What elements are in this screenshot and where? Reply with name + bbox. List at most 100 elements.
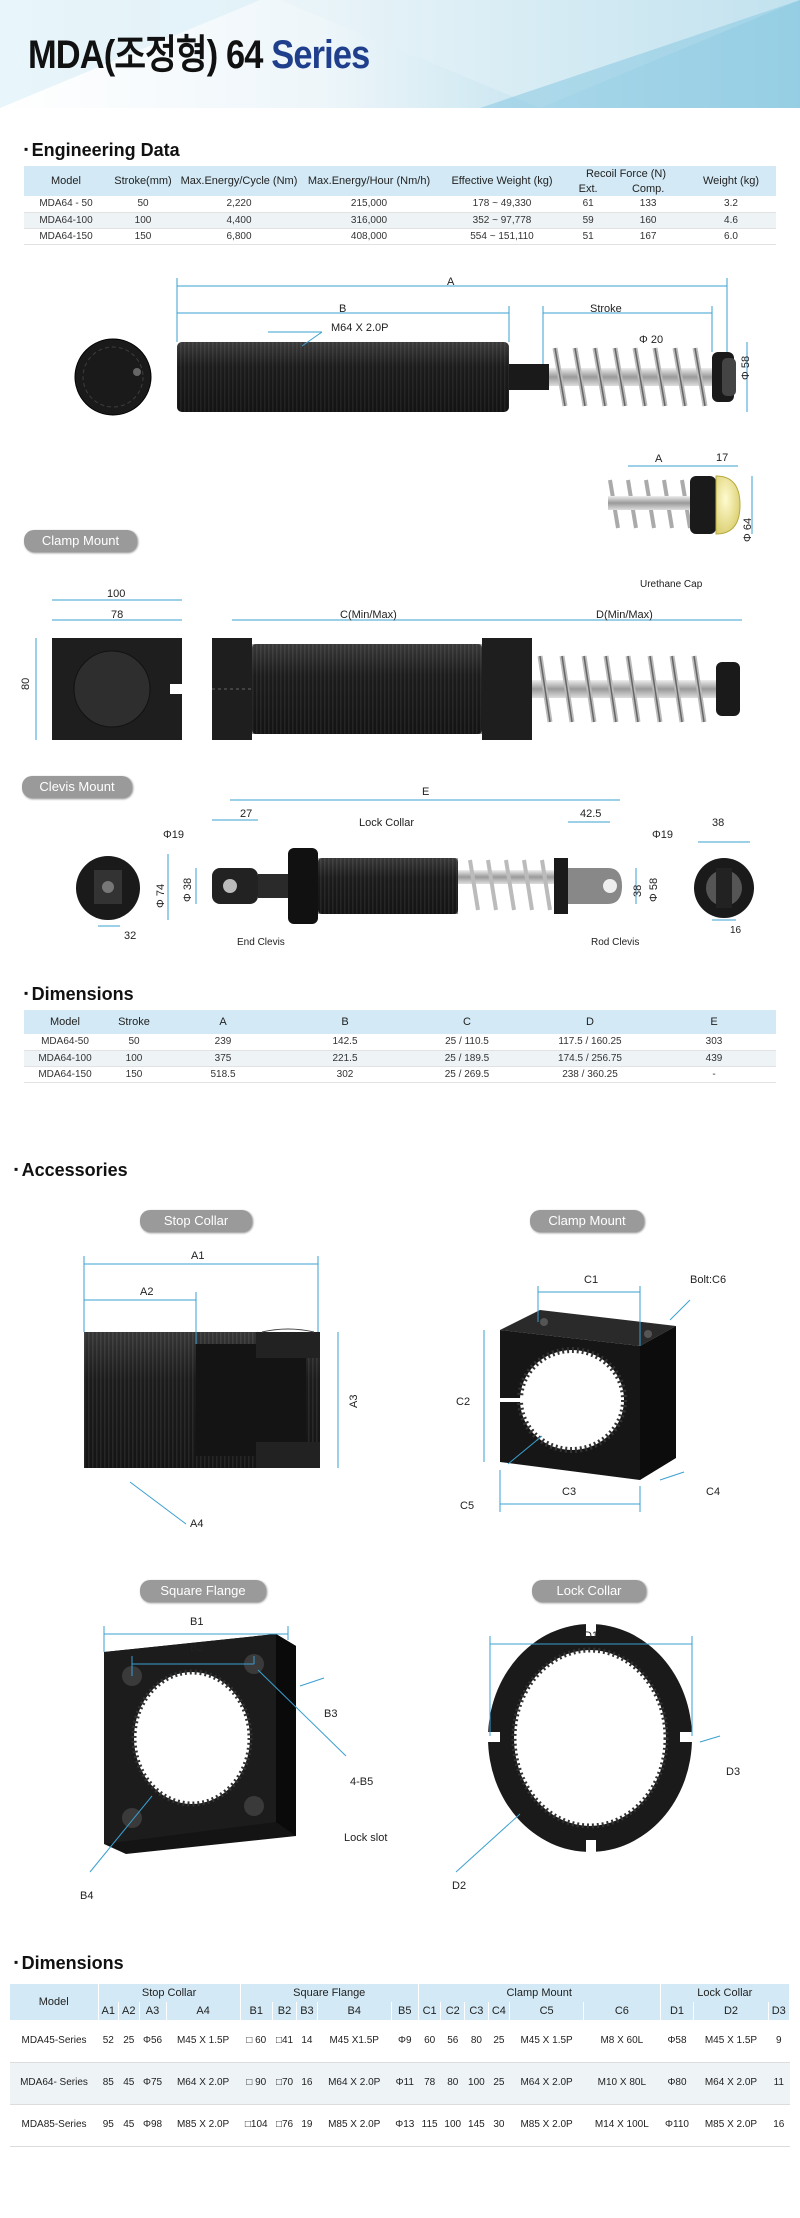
- cell: 100: [106, 1050, 162, 1067]
- sf-b1-label: B1: [190, 1616, 204, 1628]
- cm-c4-label: C4: [706, 1486, 721, 1498]
- engineering-data-title: Engineering Data: [24, 140, 180, 161]
- phi58-label: Φ 58: [740, 355, 752, 380]
- col-b4: B4: [317, 2002, 392, 2020]
- accessories-title: Accessories: [14, 1160, 128, 1181]
- cm-c3-label: C3: [562, 1486, 577, 1498]
- col-d: D: [528, 1010, 652, 1034]
- cell: 2,220: [178, 196, 300, 213]
- col-a: A: [162, 1010, 284, 1034]
- sf-b3-label: B3: [324, 1708, 338, 1720]
- cell: MDA64-100: [24, 212, 108, 229]
- cell: M64 X 2.0P: [166, 2062, 241, 2105]
- cell: 95: [98, 2104, 119, 2147]
- cm-78-label: 78: [111, 609, 124, 621]
- cm-d-label: D(Min/Max): [596, 609, 653, 621]
- cell: 100: [464, 2062, 489, 2105]
- sc-a4-label: A4: [190, 1518, 204, 1530]
- dim-stroke-label: Stroke: [590, 303, 622, 315]
- sf-lock-slot-label: Lock slot: [344, 1832, 388, 1844]
- clamp-mount-badge: Clamp Mount: [24, 530, 137, 552]
- cell: □41: [272, 2020, 297, 2063]
- cell: Φ13: [391, 2104, 419, 2147]
- cell: MDA64-100: [24, 1050, 106, 1067]
- col-b1: B1: [240, 2002, 273, 2020]
- dim-a-label: A: [447, 276, 455, 288]
- col-recoil-force: Recoil Force (N): [566, 166, 686, 181]
- cell: 56: [440, 2020, 465, 2063]
- cell: 3.2: [686, 196, 776, 213]
- cell: Φ9: [391, 2020, 419, 2063]
- cell: 59: [566, 212, 611, 229]
- cell: □ 90: [240, 2062, 273, 2105]
- cell: 316,000: [300, 212, 438, 229]
- col-effective-weight: Effective Weight (kg): [438, 166, 566, 196]
- cell: 239: [162, 1034, 284, 1051]
- cell: 142.5: [284, 1034, 406, 1051]
- cell: 160: [610, 212, 686, 229]
- cell: 167: [610, 228, 686, 245]
- cell: 145: [464, 2104, 489, 2147]
- cell: MDA64- Series: [10, 2062, 98, 2105]
- shock-absorber-drawings: [35, 278, 754, 927]
- cell: 238 / 360.25: [528, 1066, 652, 1083]
- cell: □ 60: [240, 2020, 273, 2063]
- col-model: Model: [24, 1010, 106, 1034]
- cap-a-label: A: [655, 453, 663, 465]
- sf-b2-label: B2: [190, 1642, 204, 1654]
- square-flange-badge: Square Flange: [140, 1580, 266, 1602]
- cell: MDA45-Series: [10, 2020, 98, 2063]
- thread-label: M64 X 2.0P: [331, 322, 389, 334]
- cell: 9: [768, 2020, 790, 2063]
- cell: M14 X 100L: [583, 2104, 661, 2147]
- cell: 45: [118, 2104, 139, 2147]
- col-a4: A4: [166, 2002, 241, 2020]
- cell: 25 / 269.5: [406, 1066, 528, 1083]
- cell: M85 X 2.0P: [693, 2104, 769, 2147]
- urethane-cap-label: Urethane Cap: [640, 579, 703, 590]
- cv-38-label: 38: [712, 817, 725, 829]
- cell: 303: [652, 1034, 776, 1051]
- sf-b4-label: B4: [80, 1890, 94, 1902]
- cell: 78: [418, 2062, 441, 2105]
- cell: 4,400: [178, 212, 300, 229]
- cell: 50: [108, 196, 178, 213]
- cv-phi74-label: Φ 74: [155, 883, 167, 908]
- col-energy-cycle: Max.Energy/Cycle (Nm): [178, 166, 300, 196]
- cell: 150: [108, 228, 178, 245]
- cell: 80: [464, 2020, 489, 2063]
- cv-32-label: 32: [124, 930, 137, 942]
- cm-c1-label: C1: [584, 1274, 599, 1286]
- col-b: B: [284, 1010, 406, 1034]
- col-energy-hour: Max.Energy/Hour (Nm/h): [300, 166, 438, 196]
- cell: 16: [768, 2104, 790, 2147]
- cv-38b-label: 38: [632, 884, 644, 897]
- col-recoil-ext: Ext.: [566, 181, 611, 196]
- col-d1: D1: [660, 2002, 695, 2020]
- sc-a1-label: A1: [191, 1250, 205, 1262]
- cell: 178 ~ 49,330: [438, 196, 566, 213]
- cell: MDA64-150: [24, 1066, 106, 1083]
- cm-c5-label: C5: [460, 1500, 475, 1512]
- cell: 45: [118, 2062, 139, 2105]
- cell: M85 X 2.0P: [509, 2104, 584, 2147]
- cell: MDA64 - 50: [24, 196, 108, 213]
- cell: □76: [272, 2104, 297, 2147]
- cell: 61: [566, 196, 611, 213]
- cell: MDA64-150: [24, 228, 108, 245]
- col-d2: D2: [693, 2002, 769, 2020]
- accessories-drawings: [83, 1256, 721, 1873]
- col-model: Model: [24, 166, 108, 196]
- cell: 215,000: [300, 196, 438, 213]
- cell: 52: [98, 2020, 119, 2063]
- col-b3: B3: [296, 2002, 318, 2020]
- cell: 14: [296, 2020, 318, 2063]
- end-view-disc: [74, 338, 152, 416]
- cell: 11: [768, 2062, 790, 2105]
